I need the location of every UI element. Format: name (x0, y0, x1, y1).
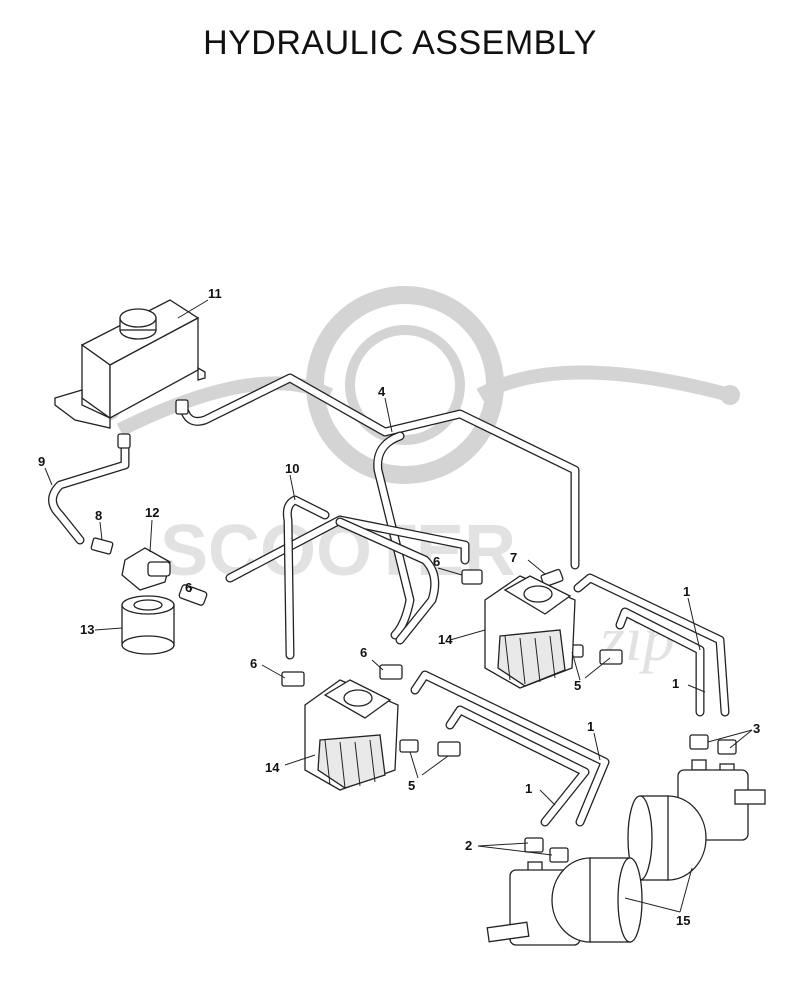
callout-7: 7 (510, 550, 517, 565)
callout-14-left: 14 (265, 760, 280, 775)
callout-14-right: 14 (438, 632, 453, 647)
callout-1-right-top: 1 (683, 584, 690, 599)
callout-13: 13 (80, 622, 94, 637)
callout-2: 2 (465, 838, 472, 853)
callout-6-upper: 6 (433, 554, 440, 569)
watermark: SCOOTER zip (100, 286, 740, 674)
leader-lines (44, 299, 753, 913)
callout-9: 9 (38, 454, 45, 469)
callout-1-lower-bottom: 1 (525, 781, 532, 796)
reservoir-tank (54, 299, 206, 429)
wheel-motor-left (486, 857, 643, 946)
page-title: HYDRAULIC ASSEMBLY (203, 24, 597, 62)
hydraulic-pump-right (484, 575, 576, 689)
callout-6-filter: 6 (185, 580, 192, 595)
callout-5-left: 5 (408, 778, 415, 793)
callout-3: 3 (753, 721, 760, 736)
callout-11: 11 (208, 286, 222, 301)
hoses (48, 373, 730, 827)
callout-4: 4 (378, 384, 386, 399)
callout-15: 15 (676, 913, 690, 928)
callout-10: 10 (285, 461, 299, 476)
callout-6-middle: 6 (360, 645, 367, 660)
callout-12: 12 (145, 505, 159, 520)
filter-canister (121, 595, 175, 655)
callout-1-lower-top: 1 (587, 719, 594, 734)
callout-labels: 11 4 9 8 12 10 13 6 6 7 1 1 14 5 6 6 14 … (38, 286, 760, 928)
filter-head (121, 547, 171, 591)
hydraulic-pump-left (304, 679, 399, 791)
callout-1-right-bottom: 1 (672, 676, 679, 691)
callout-6-left: 6 (250, 656, 257, 671)
callout-5-right: 5 (574, 678, 581, 693)
wheel-motor-right (627, 769, 766, 881)
callout-8: 8 (95, 508, 102, 523)
